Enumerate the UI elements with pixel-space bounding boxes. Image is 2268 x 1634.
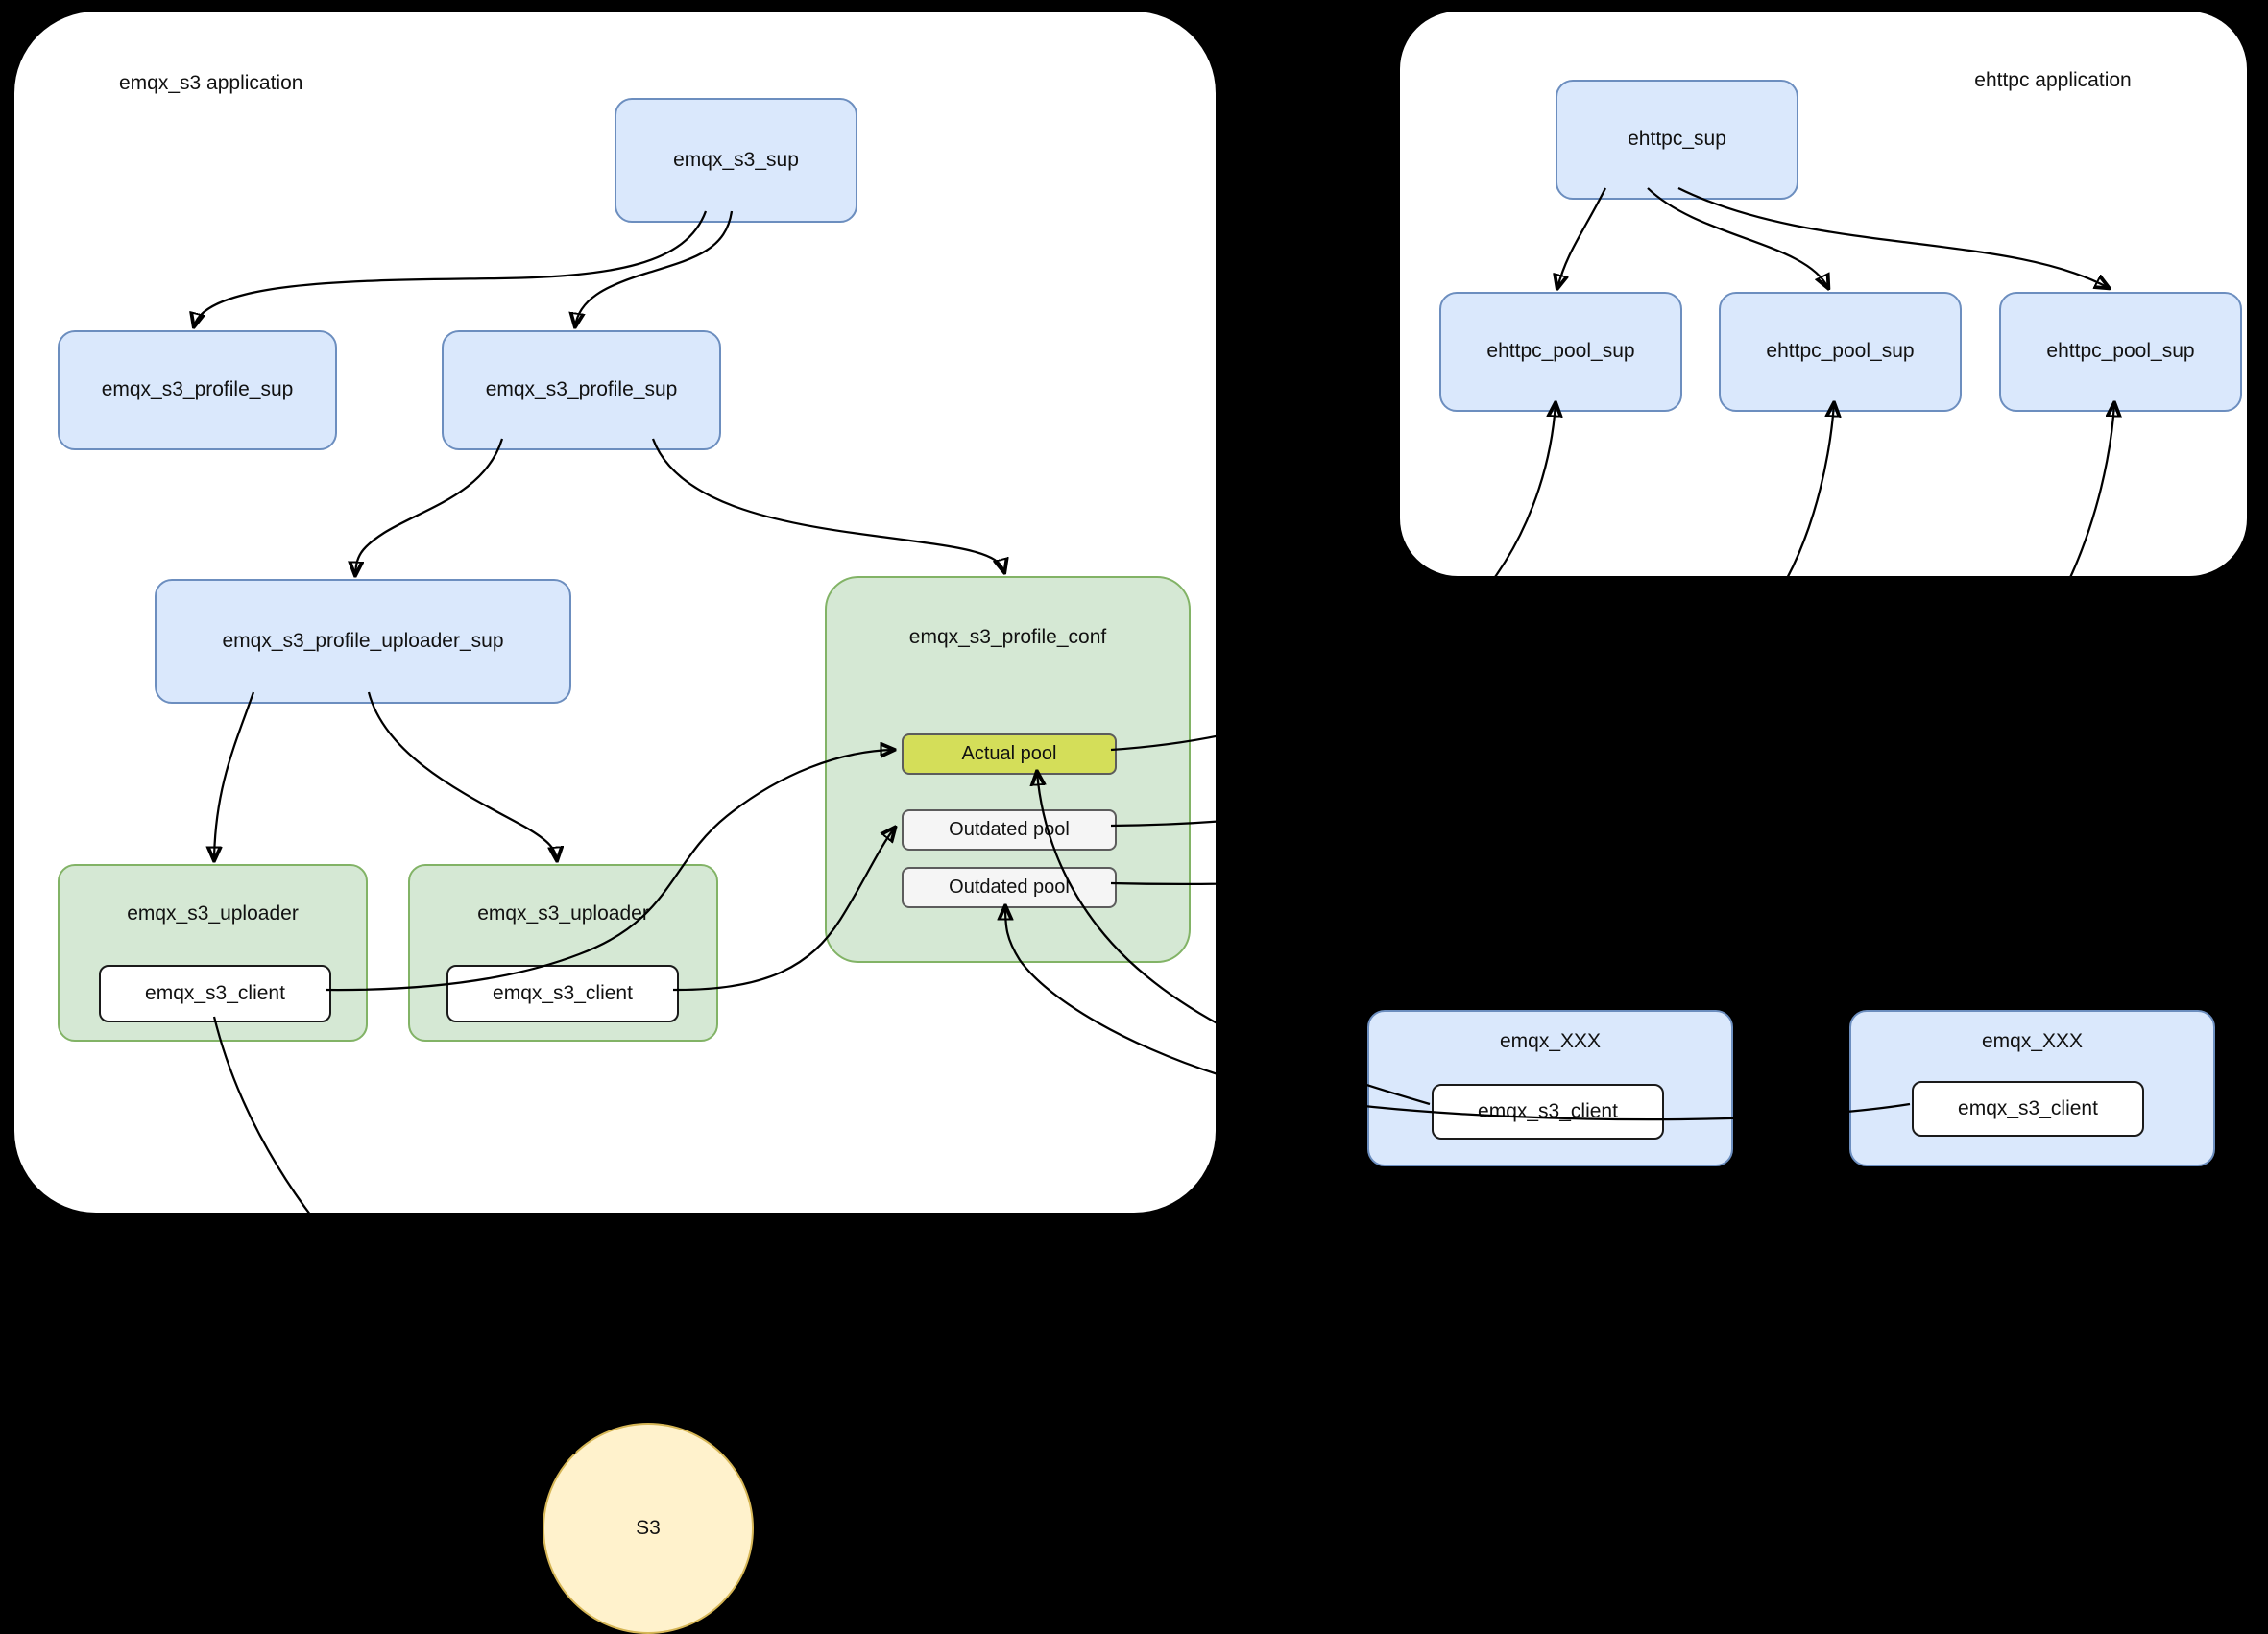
emqx-s3-profile-conf-title: emqx_s3_profile_conf — [908, 626, 1107, 648]
emqx-s3-uploader-right-panel: emqx_s3_uploader emqx_s3_client — [408, 864, 718, 1042]
emqx-xxx-2-panel: emqx_XXX emqx_s3_client — [1849, 1010, 2215, 1166]
actual-pool-node: Actual pool — [902, 733, 1117, 775]
s3-circle: S3 — [543, 1423, 754, 1634]
emqx-s3-client-right-node: emqx_s3_client — [446, 965, 679, 1022]
emqx-s3-sup-node: emqx_s3_sup — [615, 98, 857, 223]
emqx-xxx-1-title: emqx_XXX — [1499, 1030, 1602, 1052]
outdated-pool-1-node: Outdated pool — [902, 809, 1117, 851]
ehttpc-application-panel: ehttpc application ehttpc_sup ehttpc_poo… — [1400, 12, 2247, 576]
emqx-s3-application-title: emqx_s3 application — [119, 72, 303, 94]
ehttpc-pool-sup-1-node: ehttpc_pool_sup — [1439, 292, 1682, 412]
ehttpc-pool-sup-2-node: ehttpc_pool_sup — [1719, 292, 1962, 412]
ehttpc-sup-node: ehttpc_sup — [1556, 80, 1798, 200]
emqx-s3-profile-sup-right-node: emqx_s3_profile_sup — [442, 330, 721, 450]
emqx-s3-client-left-node: emqx_s3_client — [99, 965, 331, 1022]
ehttpc-pool-sup-3-node: ehttpc_pool_sup — [1999, 292, 2242, 412]
emqx-s3-uploader-left-panel: emqx_s3_uploader emqx_s3_client — [58, 864, 368, 1042]
emqx-xxx-2-client-node: emqx_s3_client — [1912, 1081, 2144, 1137]
emqx-s3-application-panel: emqx_s3 application emqx_s3_sup emqx_s3_… — [14, 12, 1216, 1213]
emqx-s3-profile-uploader-sup-node: emqx_s3_profile_uploader_sup — [155, 579, 571, 704]
emqx-s3-uploader-left-title: emqx_s3_uploader — [127, 902, 299, 925]
emqx-s3-uploader-right-title: emqx_s3_uploader — [477, 902, 649, 925]
emqx-s3-profile-conf-panel: emqx_s3_profile_conf Actual pool Outdate… — [825, 576, 1191, 963]
ehttpc-application-title: ehttpc application — [1974, 69, 2132, 91]
outdated-pool-2-node: Outdated pool — [902, 867, 1117, 908]
emqx-s3-profile-sup-left-node: emqx_s3_profile_sup — [58, 330, 337, 450]
emqx-xxx-2-title: emqx_XXX — [1981, 1030, 2084, 1052]
emqx-xxx-1-panel: emqx_XXX emqx_s3_client — [1367, 1010, 1733, 1166]
emqx-xxx-1-client-node: emqx_s3_client — [1432, 1084, 1664, 1140]
